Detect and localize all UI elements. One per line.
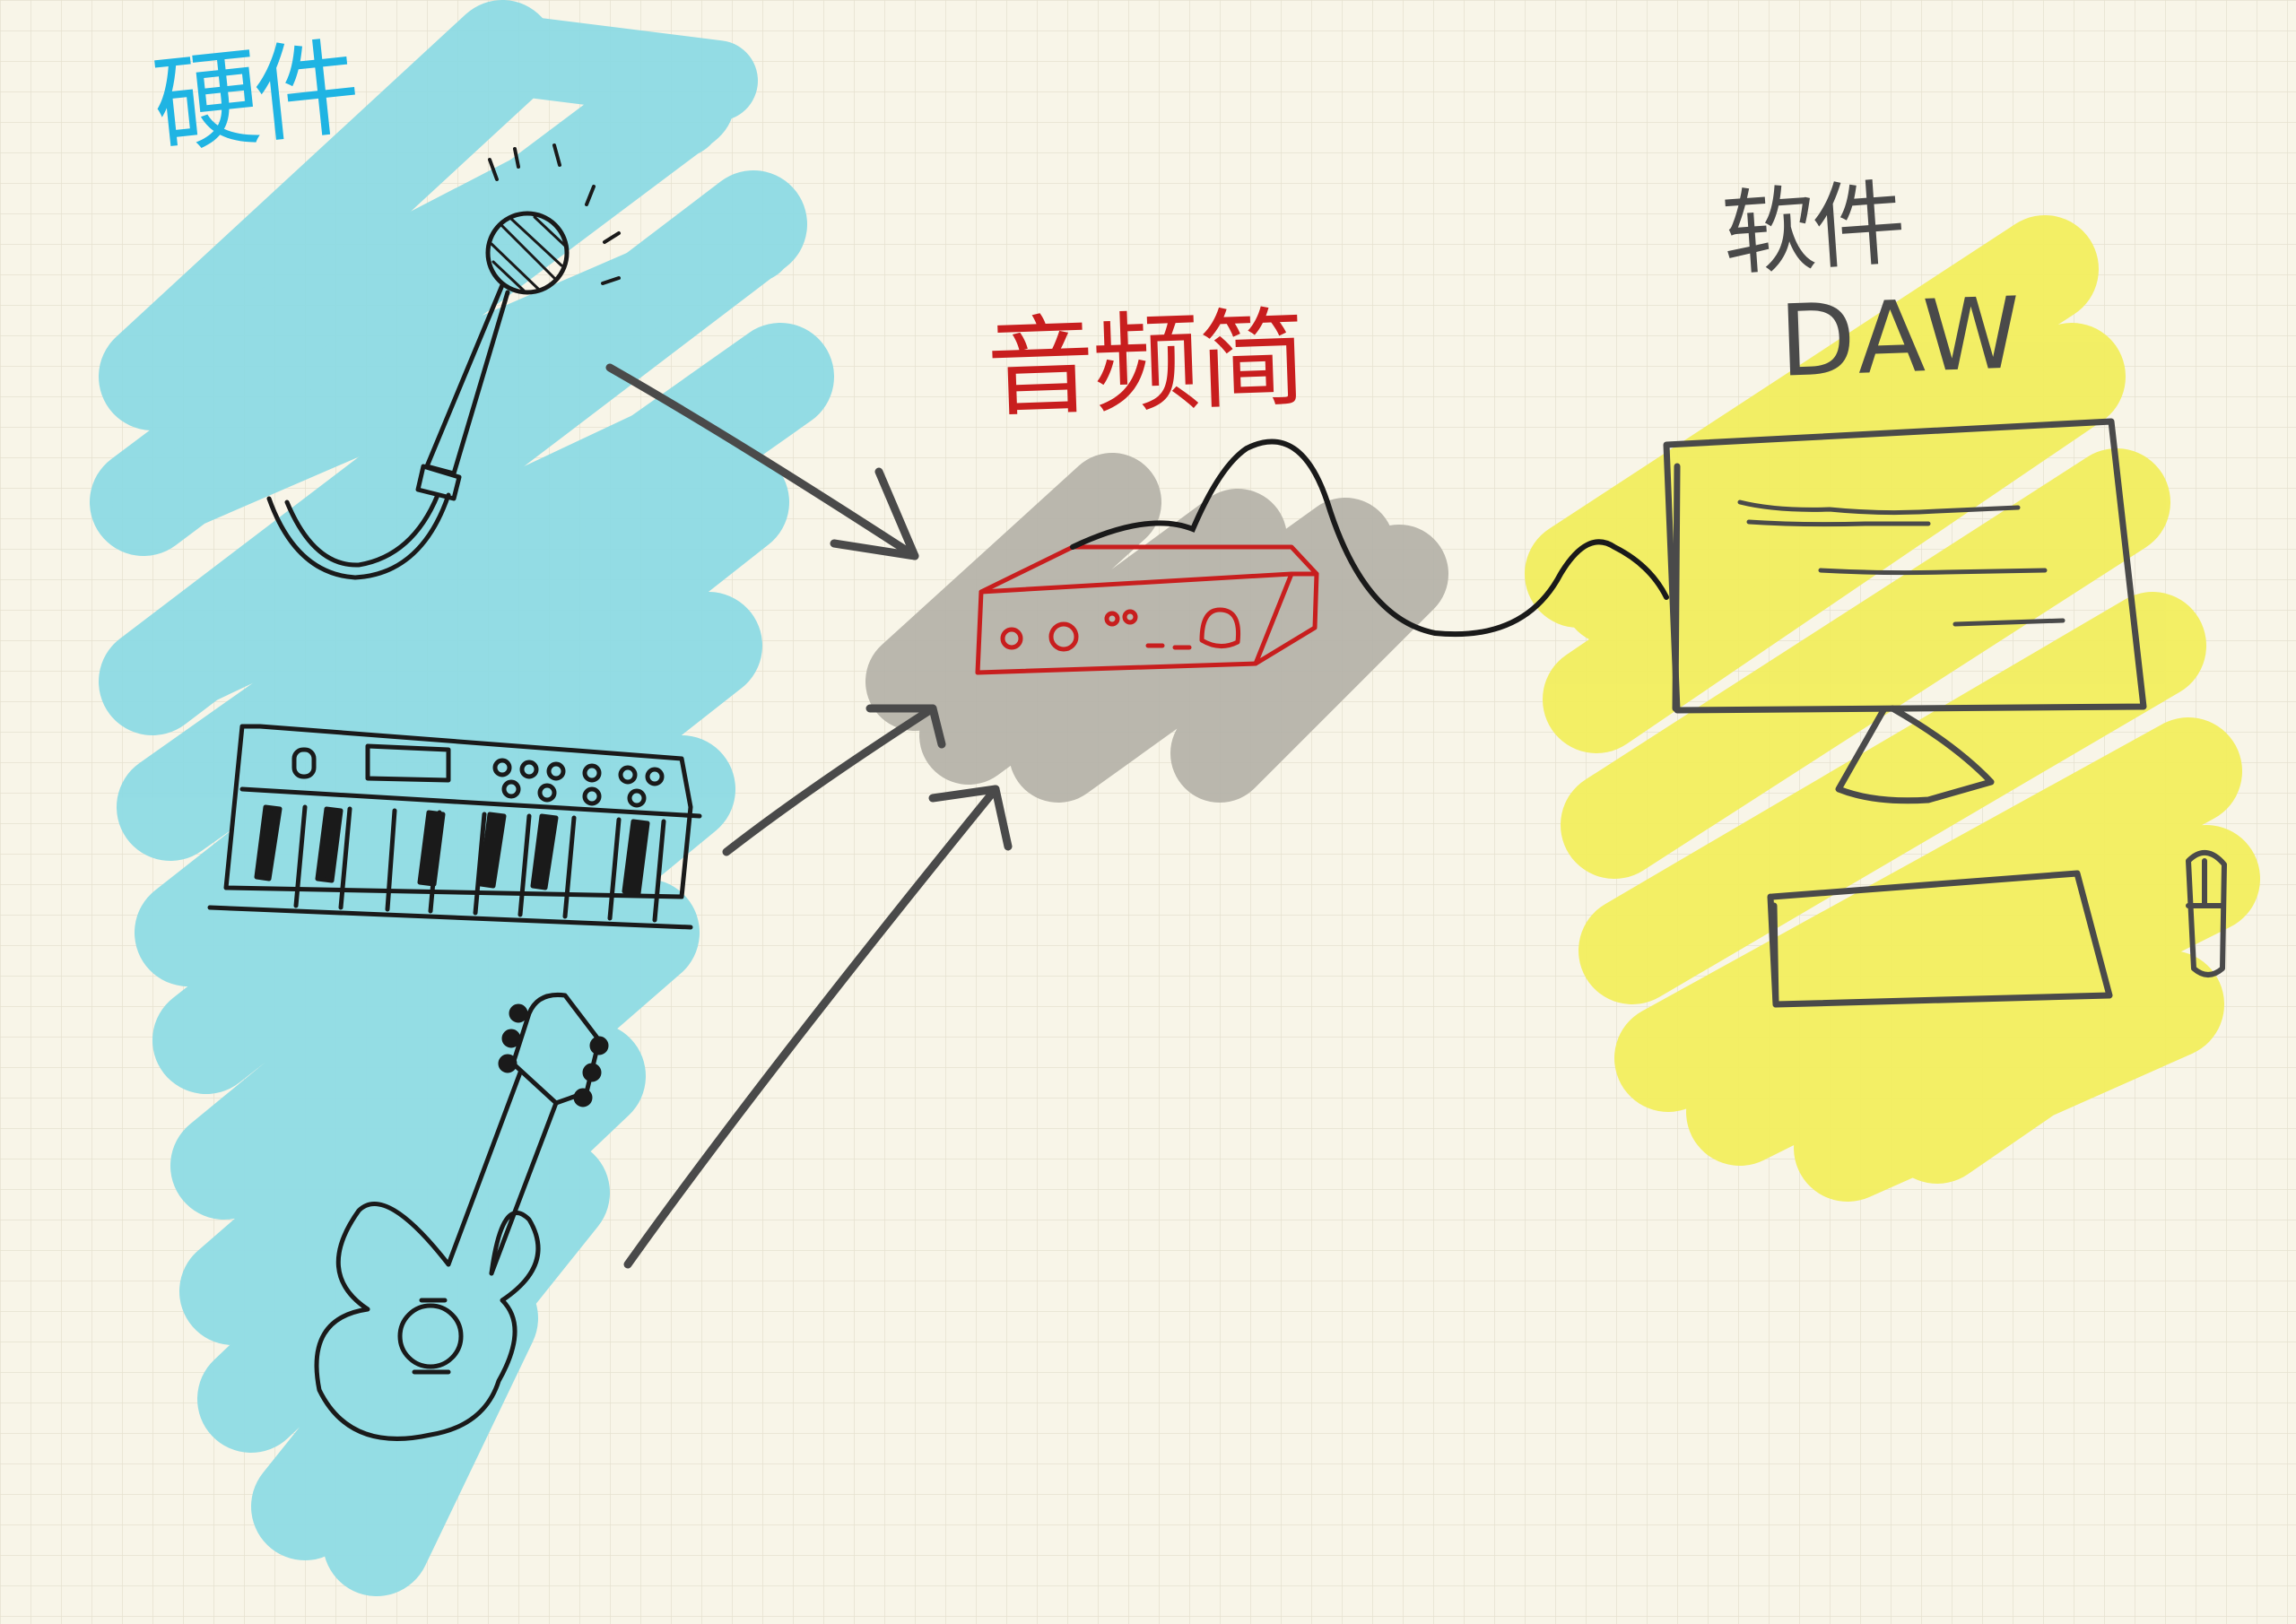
label-daw: DAW bbox=[1777, 275, 2026, 399]
hardware-highlight bbox=[90, 0, 834, 1596]
microphone-icon bbox=[266, 143, 621, 580]
arrow-keyboard-to-interface bbox=[722, 704, 937, 856]
label-software: 软件 bbox=[1718, 168, 1906, 290]
label-interface: 音频简 bbox=[985, 296, 1307, 433]
cable bbox=[1070, 439, 1669, 638]
label-hardware: 硬件 bbox=[147, 24, 361, 169]
keyboard-icon bbox=[207, 724, 702, 930]
arrow-mic-to-interface bbox=[605, 363, 919, 560]
guitar-icon bbox=[314, 992, 609, 1441]
monitor-icon bbox=[1663, 418, 2147, 804]
arrow-guitar-to-interface bbox=[623, 785, 1000, 1269]
mouse-icon bbox=[2186, 850, 2227, 977]
computer-keyboard-icon bbox=[1767, 870, 2113, 1008]
audio-interface-icon bbox=[975, 544, 1319, 675]
arrows bbox=[605, 363, 1013, 1269]
